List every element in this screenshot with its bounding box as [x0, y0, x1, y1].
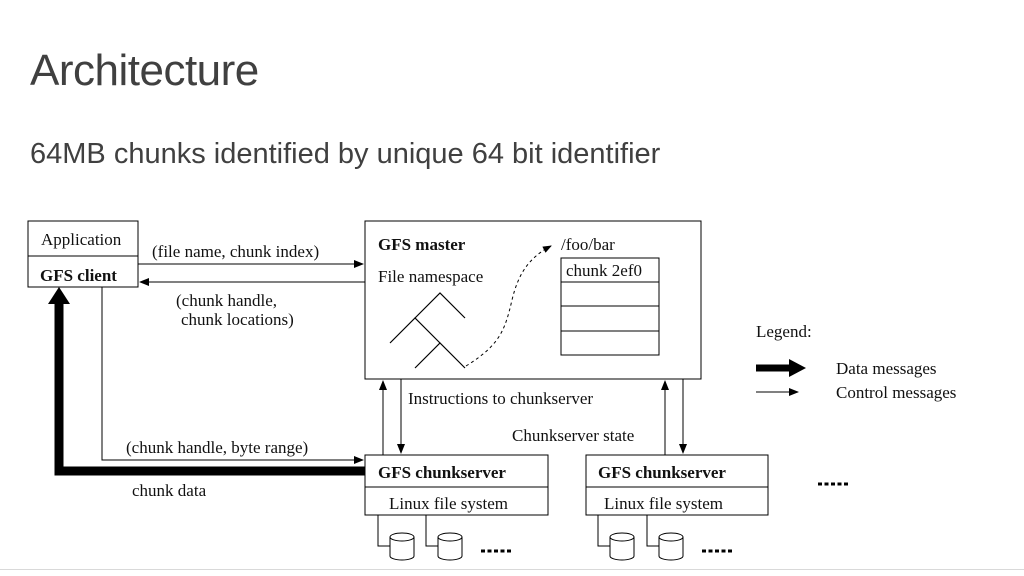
chunkserver-box-1: GFS chunkserver Linux file system: [364, 454, 549, 516]
chunk-data-label: chunk data: [132, 481, 207, 500]
gfs-master-label: GFS master: [378, 235, 466, 254]
reply-message-line2: chunk locations): [181, 310, 294, 329]
namespace-pointer-dashed-arrow: [465, 245, 552, 367]
disk-icon: [658, 532, 684, 561]
disk-connector: [646, 515, 659, 547]
instructions-label: Instructions to chunkserver: [408, 389, 593, 408]
reply-message-line1: (chunk handle,: [176, 291, 277, 310]
disk-connector: [597, 515, 610, 547]
legend-data-arrowhead: [789, 359, 806, 377]
disk-group-1: [377, 515, 463, 561]
chunk-data-thick-arrow: [54, 302, 365, 476]
chunkserver-box-2: GFS chunkserver Linux file system: [585, 454, 769, 516]
chunkserver-2-fs-label: Linux file system: [604, 494, 723, 513]
chunkserver-1-fs-label: Linux file system: [389, 494, 508, 513]
slide-subtitle: 64MB chunks identified by unique 64 bit …: [30, 138, 661, 170]
chunk-table: [560, 257, 660, 356]
byte-range-arrow: [101, 287, 364, 464]
bottom-divider: [0, 569, 1024, 570]
chunkserver-1-outline: [364, 454, 549, 516]
disk-connector: [377, 515, 390, 547]
disk-icon: [609, 532, 635, 561]
namespace-tree-icon: [389, 292, 466, 369]
disk-connector: [425, 515, 438, 547]
disk-icon: [389, 532, 415, 561]
byte-range-label: (chunk handle, byte range): [126, 438, 308, 457]
application-label: Application: [41, 230, 122, 249]
foo-bar-path-label: /foo/bar: [561, 235, 615, 254]
chunkserver-2-outline: [585, 454, 769, 516]
chunkserver-2-title: GFS chunkserver: [598, 463, 726, 482]
chunk-data-arrowhead: [48, 287, 70, 304]
slide-title: Architecture: [30, 46, 259, 95]
legend-title: Legend:: [756, 322, 812, 341]
file-namespace-label: File namespace: [378, 267, 483, 286]
legend-data-label: Data messages: [836, 359, 937, 378]
disk-icon: [437, 532, 463, 561]
client-box-outline: [27, 220, 139, 288]
legend: Legend: Data messages Control messages: [756, 322, 956, 402]
disk-group-2: [597, 515, 684, 561]
master-box-outline: [364, 220, 702, 380]
client-box: Application GFS client: [27, 220, 139, 288]
chunkserver-1-title: GFS chunkserver: [378, 463, 506, 482]
chunk-id-label: chunk 2ef0: [566, 261, 642, 280]
gfs-client-label: GFS client: [40, 266, 117, 285]
chunkserver-state-label: Chunkserver state: [512, 426, 634, 445]
legend-control-label: Control messages: [836, 383, 956, 402]
master-box: GFS master File namespace /foo/bar chunk…: [364, 220, 702, 380]
request-message-label: (file name, chunk index): [152, 242, 319, 261]
